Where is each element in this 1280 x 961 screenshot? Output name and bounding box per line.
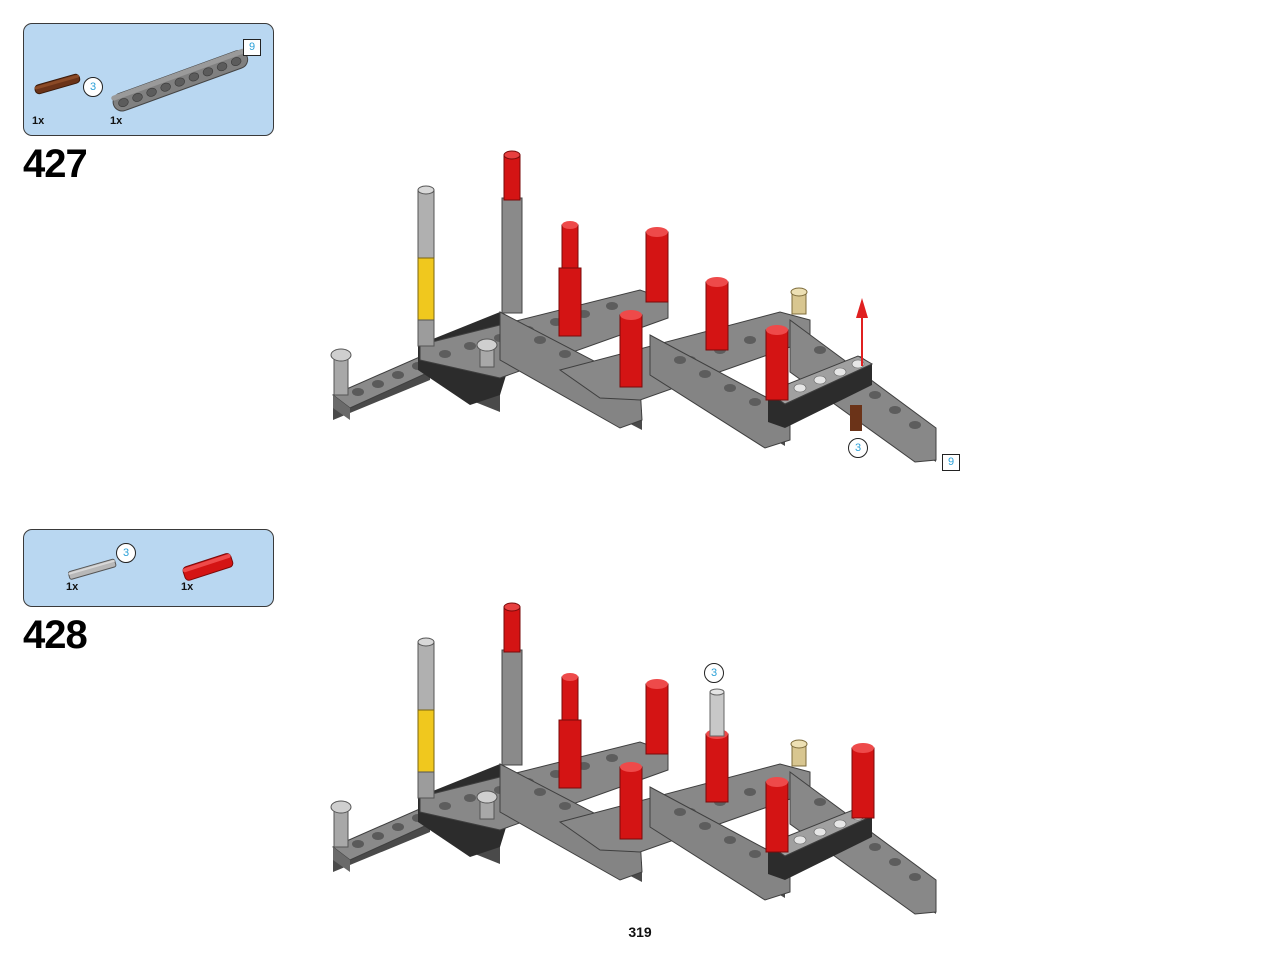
part-quantity: 1x bbox=[181, 581, 194, 593]
part-quantity: 1x bbox=[32, 115, 45, 127]
step-number: 428 bbox=[23, 613, 88, 657]
brown-pin-part-image bbox=[34, 73, 81, 95]
model-length-callout: 3 bbox=[848, 438, 868, 458]
parts-list-box: 3 9 1x 1x bbox=[23, 23, 274, 136]
model-length-callout: 9 bbox=[942, 454, 960, 471]
gray-beam-part-image bbox=[111, 48, 249, 112]
step-428-model-illustration bbox=[330, 602, 937, 915]
part-length-callout: 3 bbox=[116, 543, 136, 563]
step-427-model-illustration bbox=[330, 150, 937, 463]
part-quantity: 1x bbox=[66, 581, 79, 593]
parts-list-box: 3 1x 1x bbox=[23, 529, 274, 607]
gray-axle-part-image bbox=[67, 558, 117, 580]
part-quantity: 1x bbox=[110, 115, 123, 127]
step-number: 427 bbox=[23, 142, 88, 186]
page-number: 319 bbox=[628, 924, 652, 940]
part-length-callout: 3 bbox=[83, 77, 103, 97]
red-connector-part-image bbox=[182, 553, 234, 581]
part-length-callout: 9 bbox=[243, 39, 261, 56]
model-length-callout: 3 bbox=[704, 663, 724, 683]
